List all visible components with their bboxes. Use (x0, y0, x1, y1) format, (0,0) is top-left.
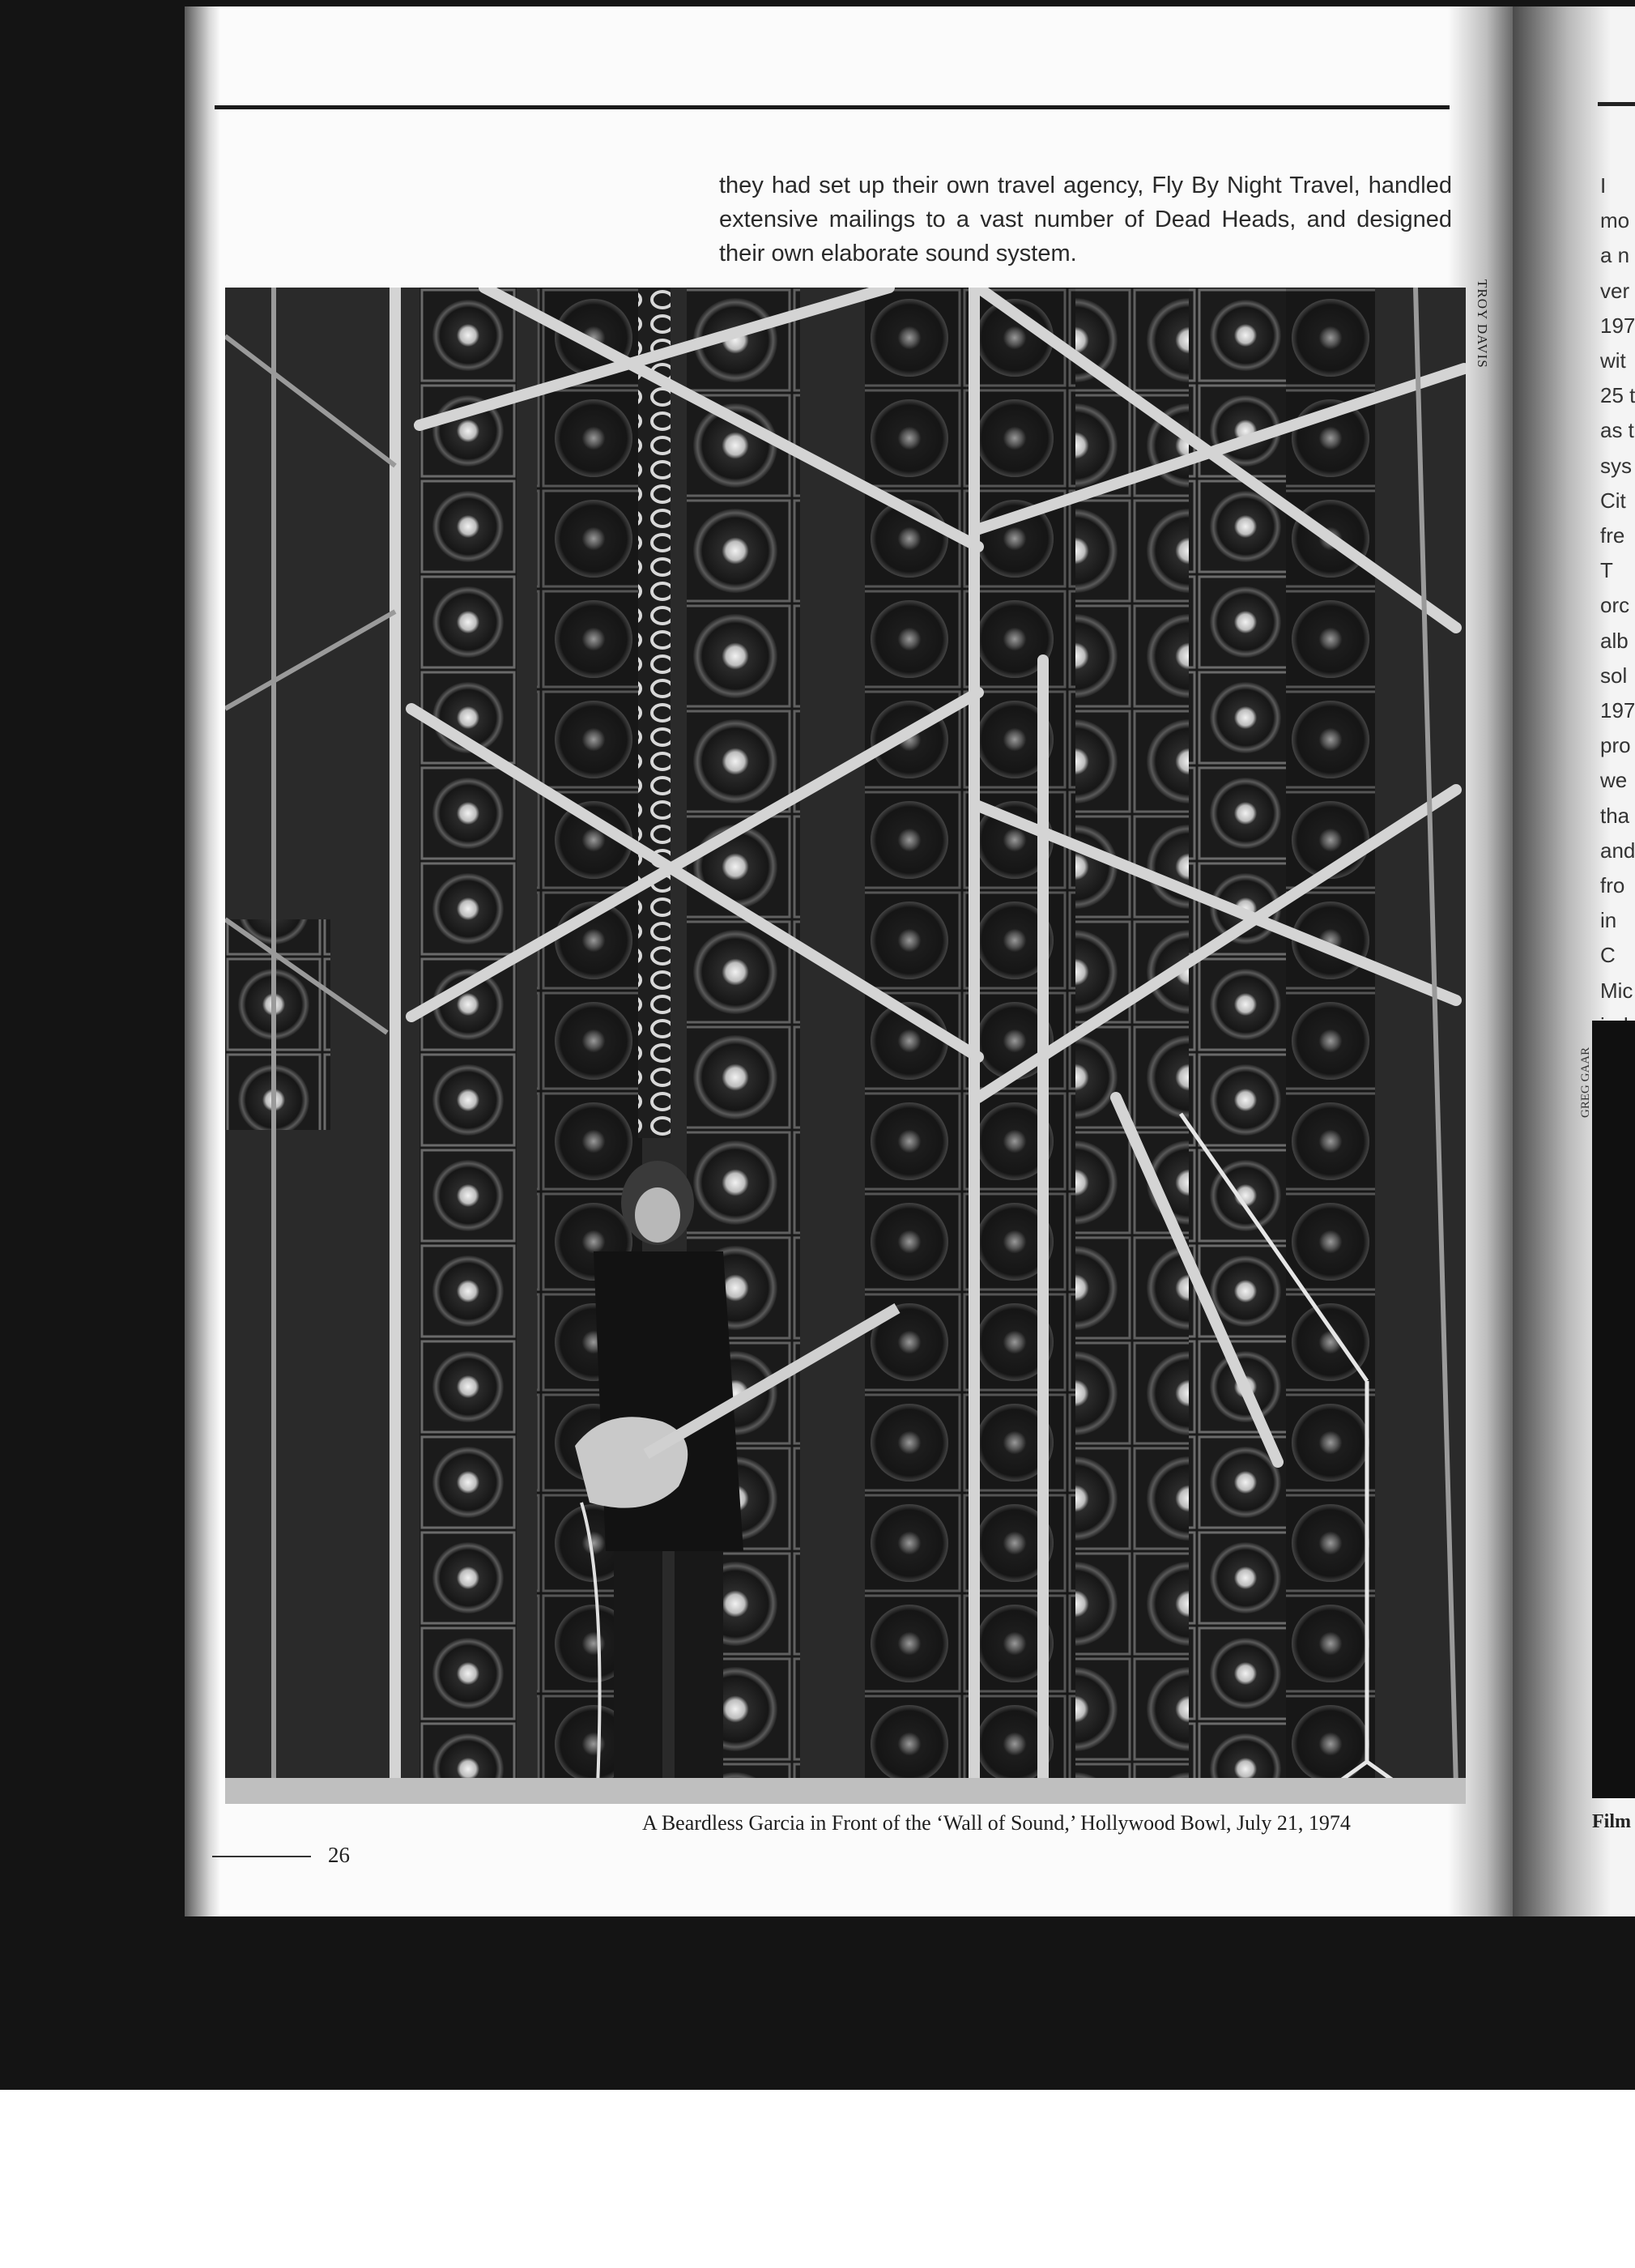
text-fragment: a n (1600, 243, 1630, 268)
text-fragment: alb (1600, 628, 1629, 653)
folio-rule (212, 1856, 311, 1857)
text-fragment: Mic (1600, 978, 1633, 1003)
text-fragment: and (1600, 838, 1635, 863)
page-number: 26 (328, 1843, 350, 1867)
wall-of-sound-photo (225, 288, 1466, 1804)
right-page-photo (1592, 1021, 1635, 1798)
text-fragment: sol (1600, 663, 1628, 688)
right-photo-credit: GREG GAAR (1579, 1047, 1592, 1118)
text-fragment: 25 t (1600, 383, 1635, 408)
text-fragment: we (1600, 768, 1628, 793)
text-fragment: 197 (1600, 698, 1635, 723)
text-fragment: Cit (1600, 488, 1626, 513)
text-fragment: pro (1600, 733, 1631, 758)
text-fragment: orc (1600, 593, 1630, 618)
text-fragment: sys (1600, 453, 1632, 478)
text-fragment: T (1600, 558, 1613, 583)
photo-caption: A Beardless Garcia in Front of the ‘Wall… (642, 1811, 1351, 1835)
text-fragment: in C (1600, 908, 1617, 968)
text-fragment: 197 (1600, 313, 1635, 338)
right-page-text-fragments: I mo a n ver 197 wit 25 t as t sys Cit f… (1600, 168, 1635, 1043)
text-fragment: wit (1600, 348, 1626, 373)
right-photo-caption: Film (1592, 1811, 1631, 1832)
text-fragment: I (1600, 173, 1607, 198)
photo-credit: TROY DAVIS (1475, 279, 1490, 369)
text-fragment: as t (1600, 418, 1634, 443)
text-fragment: fro (1600, 873, 1625, 898)
text-fragment: tha (1600, 803, 1630, 828)
header-rule (215, 105, 1450, 109)
text-fragment: mo (1600, 208, 1630, 233)
text-fragment: ver (1600, 278, 1630, 303)
body-paragraph: they had set up their own travel agency,… (719, 173, 1452, 266)
right-header-rule (1598, 102, 1635, 106)
text-fragment: fre (1600, 523, 1625, 548)
